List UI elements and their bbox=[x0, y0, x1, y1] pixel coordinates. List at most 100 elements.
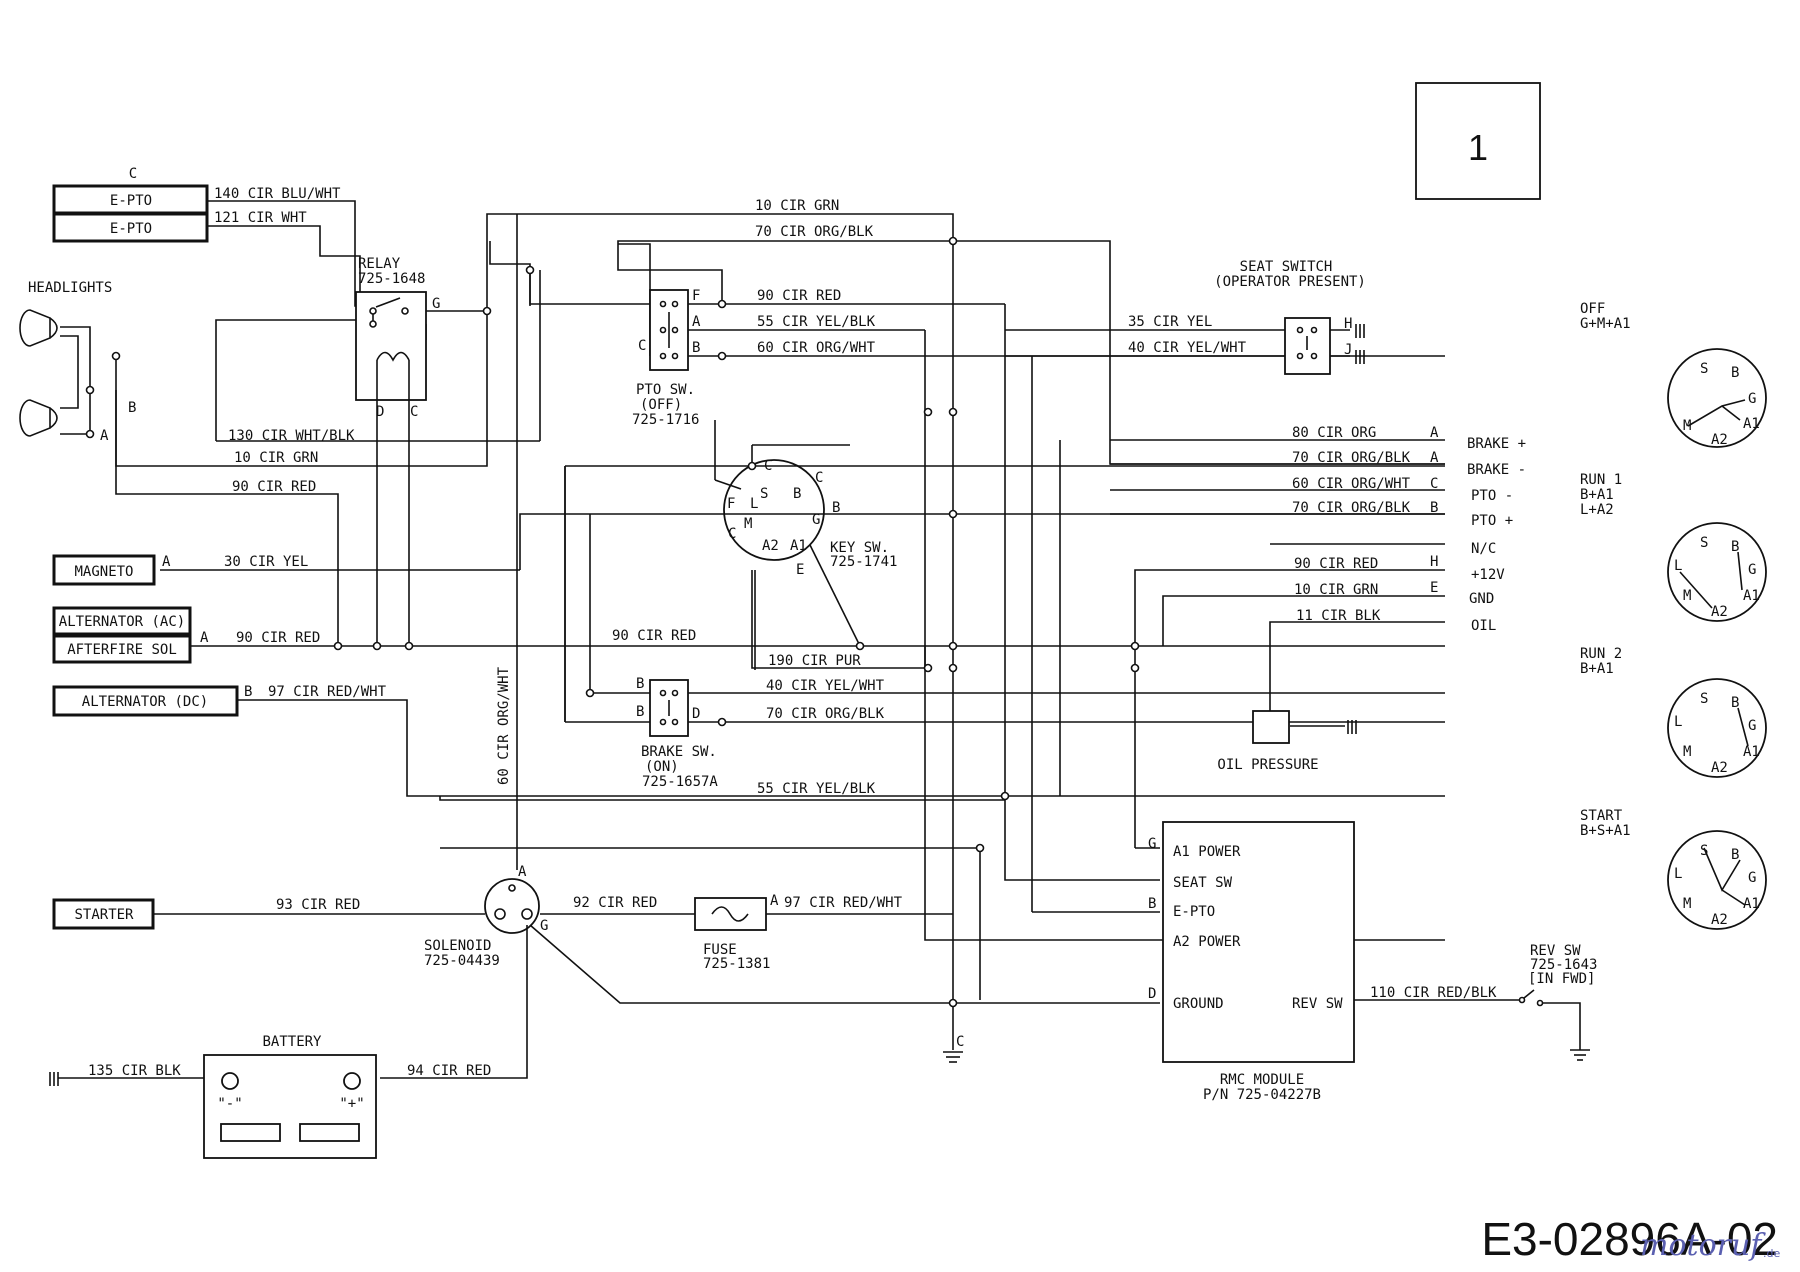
wire-label: 90 CIR RED bbox=[757, 288, 841, 304]
wire-label: 80 CIR ORG bbox=[1292, 425, 1376, 441]
wire-label: 90 CIR RED bbox=[1294, 556, 1378, 572]
rmc-label: RMC MODULE bbox=[1220, 1072, 1304, 1088]
svg-text:B: B bbox=[1731, 695, 1739, 711]
pin-label: A bbox=[518, 864, 527, 880]
battery-neg-terminal-icon bbox=[221, 1072, 239, 1090]
pin-label: E bbox=[796, 562, 804, 578]
pin-label: E bbox=[1430, 580, 1438, 596]
key-position-combo: G+M+A1 bbox=[1580, 316, 1631, 332]
afterfire-sol-label: AFTERFIRE SOL bbox=[67, 642, 177, 658]
ground-icon bbox=[1570, 1049, 1590, 1061]
rev-switch-state: [IN FWD] bbox=[1528, 971, 1595, 987]
pto-switch-state: (OFF) bbox=[640, 397, 682, 413]
seat-switch-contacts-icon bbox=[1296, 326, 1318, 360]
alternator-ac-box bbox=[52, 606, 192, 636]
wire-label: 11 CIR BLK bbox=[1296, 608, 1381, 624]
wire-label: 97 CIR RED/WHT bbox=[268, 684, 387, 700]
page-number: 1 bbox=[1468, 127, 1488, 168]
connector-signal: PTO - bbox=[1471, 488, 1513, 504]
ground-icon bbox=[1347, 720, 1357, 734]
wire-label: 94 CIR RED bbox=[407, 1063, 491, 1079]
rmc-terminal: A1 POWER bbox=[1173, 844, 1241, 860]
wire-label: 90 CIR RED bbox=[236, 630, 320, 646]
rmc-module-box bbox=[1162, 821, 1355, 1063]
pin-label: B bbox=[244, 684, 252, 700]
solenoid-terminal-icon bbox=[521, 908, 533, 920]
solenoid-label: SOLENOID bbox=[424, 938, 491, 954]
wire-label: 140 CIR BLU/WHT bbox=[214, 186, 341, 202]
pin-label: S bbox=[760, 486, 768, 502]
svg-text:A1: A1 bbox=[1743, 416, 1760, 432]
svg-text:B: B bbox=[1731, 365, 1739, 381]
fuse-label: FUSE bbox=[703, 942, 737, 958]
starter-label: STARTER bbox=[74, 907, 134, 923]
pin-label: J bbox=[1344, 342, 1352, 358]
svg-text:A2: A2 bbox=[1711, 760, 1728, 776]
svg-text:A2: A2 bbox=[1711, 432, 1728, 448]
svg-text:L: L bbox=[1674, 866, 1682, 882]
wire-label: 30 CIR YEL bbox=[224, 554, 308, 570]
pin-label: C bbox=[410, 404, 418, 420]
svg-text:S: S bbox=[1700, 361, 1708, 377]
drawing-id: E3-02896A-02 bbox=[1481, 1213, 1778, 1265]
wire-label: 121 CIR WHT bbox=[214, 210, 307, 226]
relay-label: RELAY bbox=[358, 256, 401, 272]
key-position-combo: B+S+A1 bbox=[1580, 823, 1631, 839]
key-position-run-1: RUN 1 B+A1 L+A2 S B L G M A2 A1 bbox=[1580, 472, 1767, 622]
wire-label: 90 CIR RED bbox=[612, 628, 696, 644]
wire-label: 70 CIR ORG/BLK bbox=[1292, 450, 1411, 466]
battery-cell-icon bbox=[220, 1123, 281, 1142]
magneto-box bbox=[52, 554, 156, 586]
key-position-combo: B+A1 bbox=[1580, 487, 1614, 503]
pin-label: D bbox=[376, 404, 384, 420]
wire-label: 190 CIR PUR bbox=[768, 653, 861, 669]
brake-switch-contacts-icon bbox=[659, 689, 679, 726]
solenoid-terminal-icon bbox=[508, 884, 516, 892]
pin-label: B bbox=[793, 486, 801, 502]
e-pto-connector-1 bbox=[52, 184, 209, 215]
svg-text:A1: A1 bbox=[1743, 896, 1760, 912]
alternator-dc-label: ALTERNATOR (DC) bbox=[82, 694, 208, 710]
pin-label: G bbox=[540, 918, 548, 934]
wire-label: 92 CIR RED bbox=[573, 895, 657, 911]
wire-label: 40 CIR YEL/WHT bbox=[1128, 340, 1247, 356]
pin-label: C bbox=[728, 526, 736, 542]
svg-text:S: S bbox=[1700, 535, 1708, 551]
fuse-icon bbox=[711, 906, 749, 922]
wire-label: 70 CIR ORG/BLK bbox=[1292, 500, 1411, 516]
pin-label: C bbox=[638, 338, 646, 354]
key-position-off: OFF G+M+A1 S B G M A2 A1 bbox=[1580, 301, 1767, 448]
svg-text:G: G bbox=[1748, 391, 1756, 407]
e-pto-label-1: E-PTO bbox=[110, 193, 152, 209]
ground-icon bbox=[1355, 324, 1365, 364]
wire-label: 35 CIR YEL bbox=[1128, 314, 1212, 330]
pin-label: H bbox=[1344, 316, 1352, 332]
pin-label: B bbox=[1148, 896, 1156, 912]
pin-label: C bbox=[956, 1034, 964, 1050]
pin-label: D bbox=[692, 706, 700, 722]
wire-label: 10 CIR GRN bbox=[1294, 582, 1378, 598]
key-position-name: OFF bbox=[1580, 301, 1605, 317]
connector-signal: N/C bbox=[1471, 541, 1496, 557]
solenoid-body bbox=[484, 878, 540, 934]
ground-icon bbox=[49, 1072, 59, 1086]
svg-text:S: S bbox=[1700, 691, 1708, 707]
oil-pressure-label: OIL PRESSURE bbox=[1217, 757, 1318, 773]
key-position-start: START B+S+A1 S B L G M A2 A1 bbox=[1580, 808, 1767, 930]
svg-text:G: G bbox=[1748, 718, 1756, 734]
connector-signal: BRAKE - bbox=[1467, 462, 1526, 478]
e-pto-connector-2 bbox=[52, 212, 209, 243]
connector-signal: +12V bbox=[1471, 567, 1505, 583]
svg-text:M: M bbox=[1683, 896, 1691, 912]
pto-switch-pn: 725-1716 bbox=[632, 412, 699, 428]
pin-label: F bbox=[727, 496, 735, 512]
rev-switch-pn: 725-1643 bbox=[1530, 957, 1597, 973]
rmc-terminal: SEAT SW bbox=[1173, 875, 1233, 891]
pin-label: A bbox=[770, 893, 779, 909]
key-position-combo2: L+A2 bbox=[1580, 502, 1614, 518]
rmc-terminal: REV SW bbox=[1292, 996, 1343, 1012]
pin-label: G bbox=[432, 296, 440, 312]
key-position-name: RUN 1 bbox=[1580, 472, 1622, 488]
pin-label: B bbox=[636, 676, 644, 692]
